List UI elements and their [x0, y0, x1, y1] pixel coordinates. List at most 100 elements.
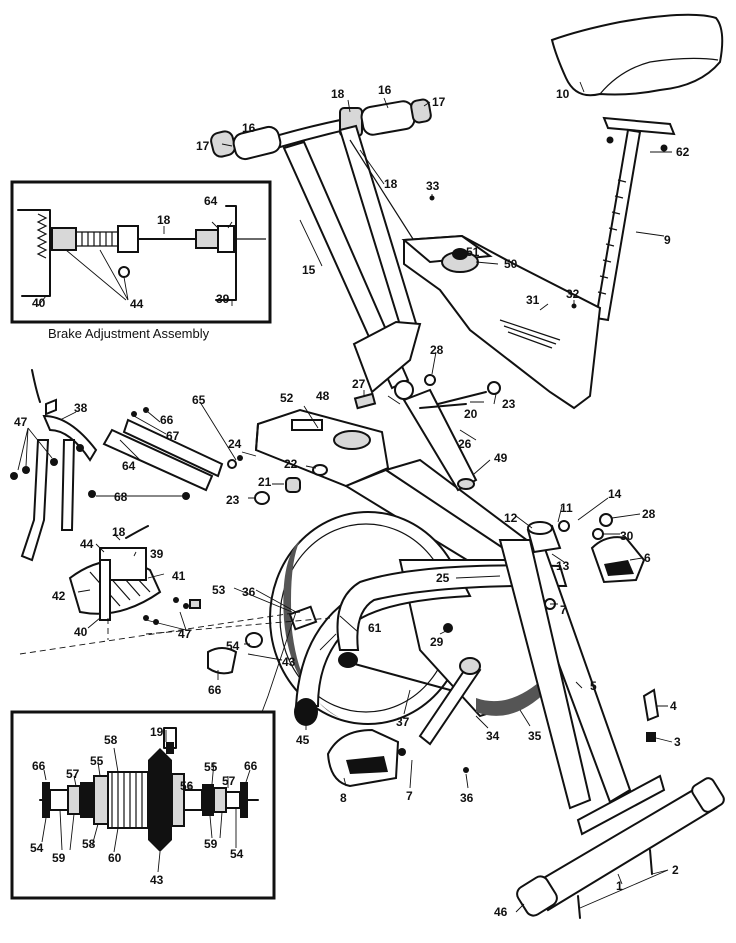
callout-25: 25	[436, 571, 450, 585]
bolt-29	[443, 623, 453, 633]
hub-label-55-left: 55	[90, 754, 104, 768]
hub-label-54-left: 54	[30, 841, 44, 855]
hub-inset-frame	[10, 710, 276, 900]
foot-cap-45	[294, 698, 318, 726]
hub-label-43: 43	[150, 873, 164, 887]
handlebar-end-17-right	[410, 98, 432, 124]
hub-label-19: 19	[150, 725, 164, 739]
callout-52: 52	[280, 391, 294, 405]
brake-strap-37	[339, 659, 451, 691]
callout-46: 46	[494, 905, 508, 919]
callout-17-left: 17	[196, 139, 210, 153]
knob-14	[558, 520, 570, 532]
callout-43: 43	[282, 655, 296, 669]
hub-valve-19	[166, 742, 174, 754]
callout-20: 20	[464, 407, 478, 421]
seat-10	[550, 13, 724, 97]
callout-33: 33	[426, 179, 440, 193]
bushing-21	[285, 477, 301, 493]
callout-8: 8	[340, 791, 347, 805]
brake-nut-44	[118, 266, 130, 278]
washer-30	[592, 528, 604, 540]
callout-2: 2	[672, 863, 679, 877]
caliper-cable-18	[125, 525, 149, 539]
callout-44: 44	[80, 537, 94, 551]
brake-spring-coil	[36, 213, 48, 259]
nut-3	[646, 732, 656, 742]
callout-35: 35	[528, 729, 542, 743]
callout-42: 42	[52, 589, 66, 603]
callout-32: 32	[566, 287, 580, 301]
hub-nut-57-right	[213, 787, 227, 813]
brake-label-39: 39	[216, 292, 230, 306]
brake-lock-nut-64	[217, 225, 235, 253]
callout-51: 51	[466, 245, 480, 259]
screw-36-lower	[463, 767, 469, 773]
callout-68: 68	[114, 490, 128, 504]
callout-61: 61	[368, 621, 382, 635]
nut-28-top	[424, 374, 436, 386]
callout-21: 21	[258, 475, 272, 489]
callout-36-top: 36	[242, 585, 256, 599]
callout-66-main: 66	[208, 683, 222, 697]
bolt-2-upper	[649, 849, 653, 875]
callout-28-right: 28	[642, 507, 656, 521]
brake-adjuster-nut	[51, 227, 77, 251]
seat-post-9	[594, 128, 642, 322]
base-bracket	[576, 774, 666, 836]
callout-23-right: 23	[502, 397, 516, 411]
hub-body-58	[107, 771, 149, 829]
nut-28-right	[599, 513, 613, 527]
callout-7-right: 7	[560, 603, 567, 617]
brake-cable-stop	[195, 229, 219, 249]
brake-cable-ferrule	[117, 225, 139, 253]
seat-clamp-62	[602, 116, 676, 136]
callout-62: 62	[676, 145, 690, 159]
hub-label-54-right: 54	[230, 847, 244, 861]
hub-label-57-left: 57	[66, 767, 80, 781]
hub-label-66-left: 66	[32, 759, 46, 773]
callout-15: 15	[302, 263, 316, 277]
callout-67: 67	[166, 429, 180, 443]
callout-10: 10	[556, 87, 570, 101]
brake-inset-frame	[10, 180, 272, 324]
callout-29: 29	[430, 635, 444, 649]
brake-adjustment-inset: 18 64 40 44 39 Brake Adjustment Assembly	[10, 180, 272, 341]
callout-22: 22	[284, 457, 298, 471]
callout-47-bottom: 47	[178, 627, 192, 641]
callout-17-right: 17	[432, 95, 446, 109]
callout-1: 1	[616, 879, 623, 893]
caliper-post-40	[99, 559, 111, 621]
brake-arm-left-leg	[20, 439, 50, 562]
rear-frame-tube-inner	[498, 539, 592, 810]
nut-68	[182, 492, 190, 500]
callout-34: 34	[486, 729, 500, 743]
frame-lower-tube	[336, 564, 568, 651]
callout-38: 38	[74, 401, 88, 415]
washer-22	[312, 464, 328, 476]
hub-label-58-top: 58	[104, 733, 118, 747]
callout-65: 65	[192, 393, 206, 407]
hub-cap-66-left	[42, 782, 50, 818]
callout-37: 37	[396, 715, 410, 729]
callout-6: 6	[644, 551, 651, 565]
callout-16-left: 16	[242, 121, 256, 135]
hub-label-59-left: 59	[52, 851, 66, 865]
hub-label-58-bottom: 58	[82, 837, 96, 851]
hub-label-59-right: 59	[204, 837, 218, 851]
tension-knob-cap-51	[452, 248, 468, 260]
main-exploded-view: 10 62 9 18 16 17 16 17 18 33 15 51 50 31…	[10, 13, 725, 919]
brake-label-44: 44	[130, 297, 144, 311]
bolt-2-lower	[577, 895, 581, 919]
callout-39: 39	[150, 547, 164, 561]
brake-label-40: 40	[32, 296, 46, 310]
handlebar-pivot-bracket	[352, 320, 422, 394]
handlebar-stem-15	[282, 140, 410, 390]
handlebar-grip-16-right	[360, 100, 416, 136]
callout-66-top: 66	[160, 413, 174, 427]
callout-4: 4	[670, 699, 677, 713]
callout-45: 45	[296, 733, 310, 747]
bolt-4	[642, 688, 660, 722]
